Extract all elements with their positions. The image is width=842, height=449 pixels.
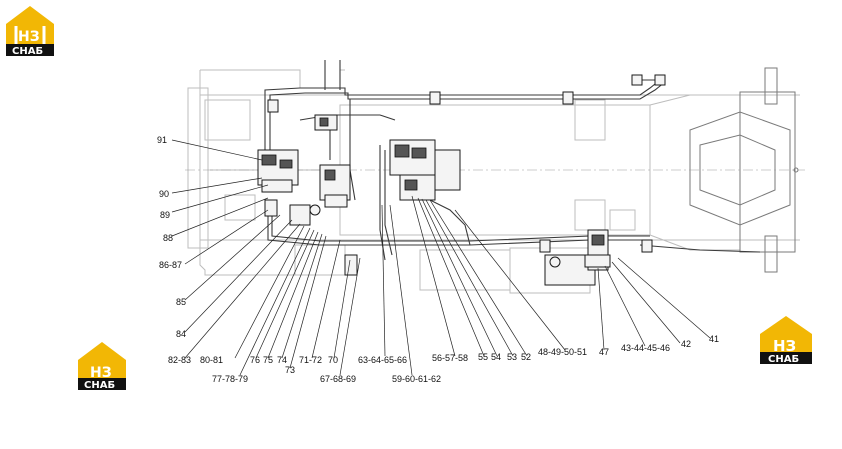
logo-caption: СНАБ [768, 354, 799, 365]
callout-89: 89 [160, 210, 170, 220]
callout-75: 75 [263, 355, 273, 365]
callout-88: 88 [163, 233, 173, 243]
callout-53: 53 [507, 352, 517, 362]
hydraulic-components [257, 114, 611, 286]
callout-70: 70 [328, 355, 338, 365]
callout-63-64-65-66: 63-64-65-66 [358, 355, 407, 365]
callout-52: 52 [521, 352, 531, 362]
logo-letters: НЗ [18, 29, 40, 45]
callout-43-44-45-46: 43-44-45-46 [621, 343, 670, 353]
logo-caption: СНАБ [12, 46, 43, 57]
leader-lines [171, 139, 711, 376]
logo-letters: НЗ [773, 337, 796, 355]
callout-41: 41 [709, 334, 719, 344]
pipe-runs [264, 60, 761, 261]
callout-56-57-58: 56-57-58 [432, 353, 468, 363]
callout-80-81: 80-81 [200, 355, 223, 365]
logo-letters: НЗ [90, 365, 112, 381]
callout-labels: 91 90 89 88 86-87 85 84 82-83 80-81 77-7… [157, 135, 719, 384]
callout-47: 47 [599, 347, 609, 357]
callout-48-49-50-51: 48-49-50-51 [538, 347, 587, 357]
callout-73: 73 [285, 365, 295, 375]
callout-76: 76 [250, 355, 260, 365]
callout-54: 54 [491, 352, 501, 362]
callout-71-72: 71-72 [299, 355, 322, 365]
callout-91: 91 [157, 135, 167, 145]
logo-bottom-right: НЗ СНАБ [760, 316, 812, 365]
logo-caption: СНАБ [84, 380, 115, 391]
callout-90: 90 [159, 189, 169, 199]
callout-42: 42 [681, 339, 691, 349]
callout-85: 85 [176, 297, 186, 307]
logo-bottom-left: НЗ СНАБ [78, 342, 126, 391]
callout-67-68-69: 67-68-69 [320, 374, 356, 384]
callout-77-78-79: 77-78-79 [212, 374, 248, 384]
callout-55: 55 [478, 352, 488, 362]
callout-74: 74 [277, 355, 287, 365]
callout-84: 84 [176, 329, 186, 339]
callout-82-83: 82-83 [168, 355, 191, 365]
callout-59-60-61-62: 59-60-61-62 [392, 374, 441, 384]
logo-top-left: НЗ СНАБ [6, 6, 54, 57]
callout-86-87: 86-87 [159, 260, 182, 270]
